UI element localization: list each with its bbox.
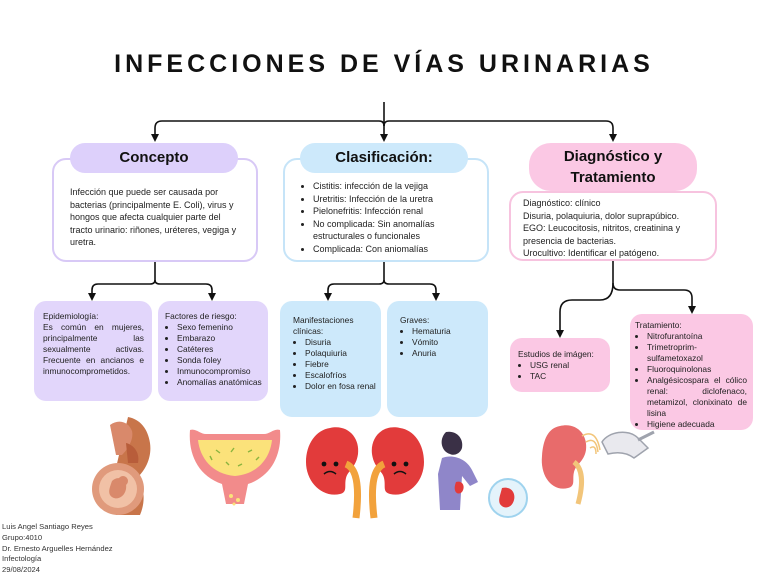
list-item: Anomalías anatómicas <box>177 377 264 388</box>
pregnant-woman-icon <box>92 417 151 515</box>
list-item: Complicada: Con aniomalías <box>313 243 477 256</box>
list-item: Trimetroprim-sulfametoxazol <box>647 342 747 364</box>
classification-box: Cistitis: infección de la vejiga Uretrit… <box>283 158 489 262</box>
list-item: Catéteres <box>177 344 264 355</box>
list-item: Pielonefritis: Infección renal <box>313 205 477 218</box>
classification-list: Cistitis: infección de la vejiga Uretrit… <box>301 180 477 255</box>
list-item: Disuria <box>305 337 377 348</box>
kidneys-icon <box>306 427 424 519</box>
treatment-title: Tratamiento: <box>635 320 682 330</box>
risk-factors-card: Factores de riesgo: Sexo femenino Embara… <box>158 301 268 401</box>
list-item: TAC <box>530 371 604 382</box>
list-item: No complicada: Sin anomalías estructural… <box>313 218 477 243</box>
diagnosis-line: Urocultivo: Identificar el patógeno. <box>523 248 660 258</box>
epidemiology-title: Epidemiología: <box>43 311 99 321</box>
treatment-card: Tratamiento: Nitrofurantoína Trimetropri… <box>630 314 753 430</box>
list-item: Vómito <box>412 337 484 348</box>
date: 29/08/2024 <box>2 565 41 575</box>
list-item: Cistitis: infección de la vejiga <box>313 180 477 193</box>
diagnosis-line: Disuria, polaquiuria, dolor suprapúbico. <box>523 210 680 221</box>
subject: Infectología <box>2 554 42 564</box>
kidney-ultrasound-icon <box>541 425 655 505</box>
author-group: Grupo:4010 <box>2 532 43 542</box>
author-info: Luis Angel Santiago Reyes Grupo:4010 Dr.… <box>2 522 113 576</box>
diagnosis-heading-line1: Diagnóstico y <box>563 148 663 165</box>
classification-heading: Clasificación: <box>300 143 468 173</box>
list-item: USG renal <box>530 360 604 371</box>
teacher-name: Dr. Ernesto Arguelles Hernández <box>2 543 113 553</box>
list-item: Fluoroquinolonas <box>647 364 747 375</box>
author-name: Luis Angel Santiago Reyes <box>2 522 93 531</box>
risk-factors-title: Factores de riesgo: <box>165 311 237 321</box>
bladder-icon <box>189 429 281 506</box>
diagnosis-heading: Diagnóstico y Tratamiento <box>529 143 697 191</box>
list-item: Dolor en fosa renal <box>305 381 377 392</box>
back-pain-woman-icon <box>438 431 528 518</box>
imaging-studies-card: Estudios de imágen: USG renal TAC <box>510 338 610 392</box>
list-item: Polaquiuria <box>305 348 377 359</box>
severe-symptoms-card: Graves: Hematuria Vómito Anuria <box>387 301 488 417</box>
diagnosis-line: Diagnóstico: clínico <box>523 198 601 208</box>
list-item: Analgésicospara el cólico renal: diclofe… <box>647 375 747 419</box>
page-title: INFECCIONES DE VÍAS URINARIAS <box>114 50 654 78</box>
list-item: Uretritis: Infección de la uretra <box>313 193 477 206</box>
severe-title: Graves: <box>400 315 430 325</box>
concept-heading: Concepto <box>70 143 238 173</box>
epidemiology-card: Epidemiología: Es común en mujeres, prin… <box>34 301 152 401</box>
list-item: Nitrofurantoína <box>647 331 747 342</box>
list-item: Sonda foley <box>177 355 264 366</box>
epidemiology-text: Es común en mujeres, principalmente las … <box>43 322 144 376</box>
list-item: Higiene adecuada <box>647 419 747 430</box>
list-item: Inmunocompromiso <box>177 366 264 377</box>
imaging-title: Estudios de imágen: <box>518 349 594 359</box>
diagnosis-box: Diagnóstico: clínico Disuria, polaquiuri… <box>509 191 717 261</box>
list-item: Escalofríos <box>305 370 377 381</box>
manifestations-title: Manifestaciones clínicas: <box>293 315 354 336</box>
diagnosis-heading-line2: Tratamiento <box>570 169 656 186</box>
concept-box: Infección que puede ser causada por bact… <box>52 158 258 262</box>
list-item: Hematuria <box>412 326 484 337</box>
clinical-manifestations-card: Manifestaciones clínicas: Disuria Polaqu… <box>280 301 381 417</box>
list-item: Fiebre <box>305 359 377 370</box>
list-item: Anuria <box>412 348 484 359</box>
list-item: Embarazo <box>177 333 264 344</box>
list-item: Sexo femenino <box>177 322 264 333</box>
diagnosis-line: EGO: Leucocitosis, nitritos, creatinina … <box>523 223 681 246</box>
concept-text: Infección que puede ser causada por bact… <box>70 187 237 247</box>
